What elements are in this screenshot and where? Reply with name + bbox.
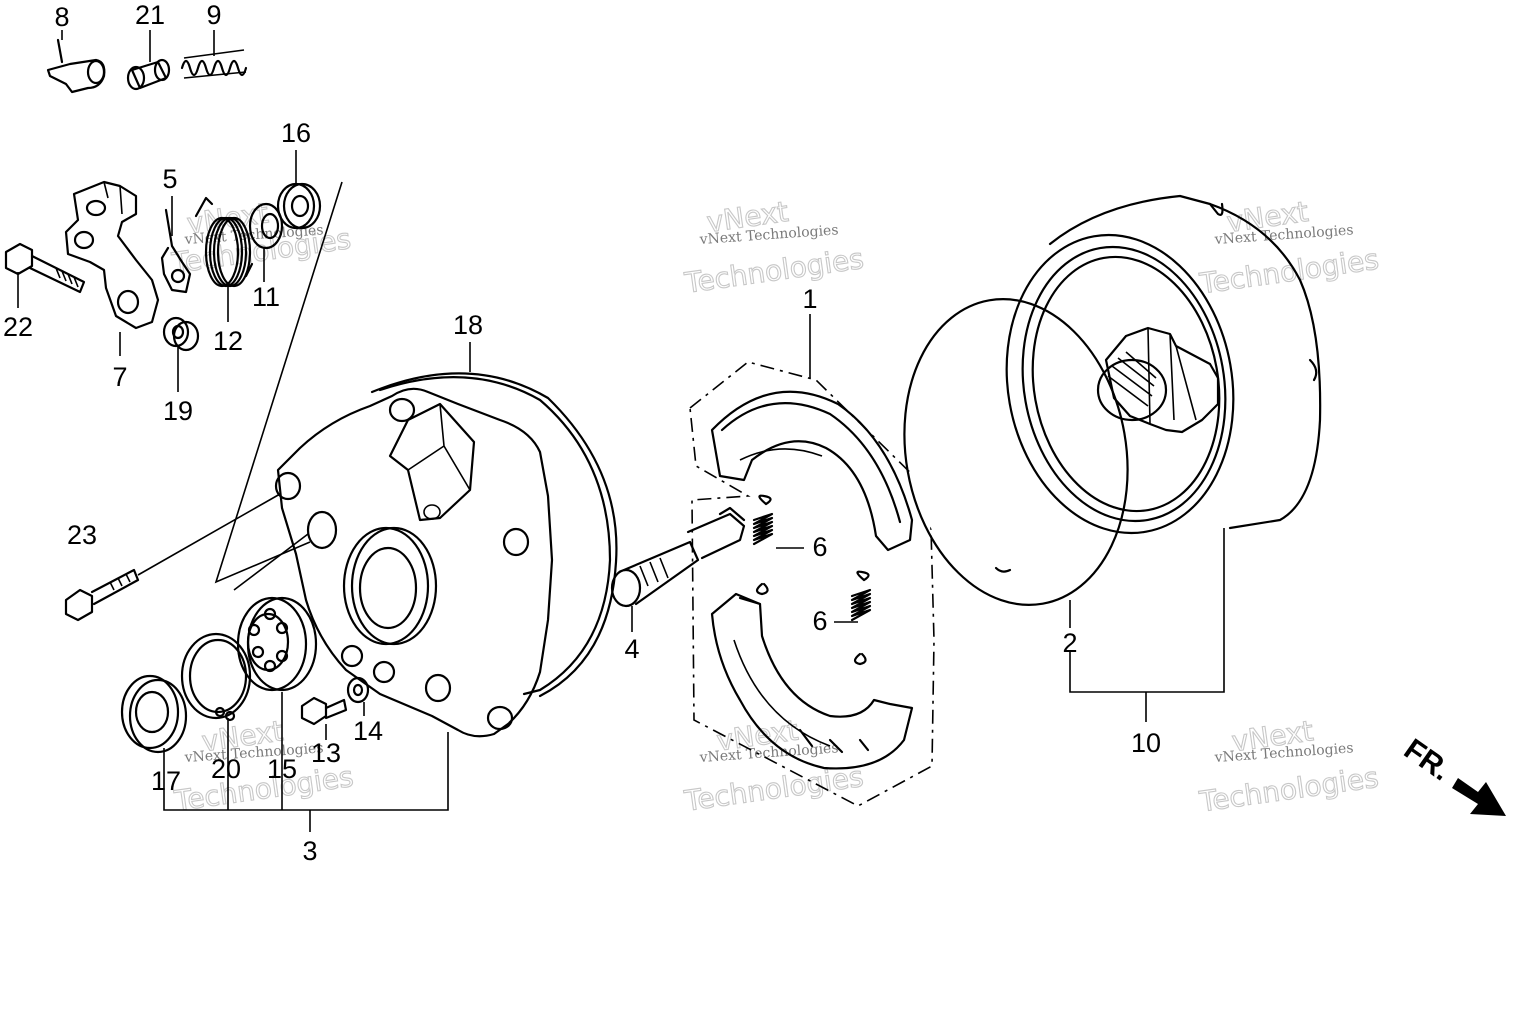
label-part-13: 13 bbox=[311, 738, 341, 768]
label-part-1: 1 bbox=[802, 284, 817, 314]
part-11-washer-icon bbox=[248, 202, 284, 250]
label-part-4: 4 bbox=[624, 634, 639, 664]
label-part-16: 16 bbox=[281, 118, 311, 148]
label-part-2: 2 bbox=[1062, 628, 1077, 658]
front-arrow-icon bbox=[1452, 778, 1506, 816]
part-8-arm-icon bbox=[46, 38, 106, 94]
label-part-9: 9 bbox=[206, 0, 221, 30]
part-1-lower-brake-shoe-icon bbox=[710, 592, 914, 770]
part-4-cam-shaft-icon bbox=[610, 506, 746, 608]
part-13-bolt-icon bbox=[300, 696, 348, 726]
watermark-big-8: Technologies bbox=[172, 760, 356, 818]
part-10-brake-drum-icon bbox=[1005, 194, 1322, 535]
part-18-brake-panel-icon bbox=[274, 372, 618, 738]
part-15-bearing-icon bbox=[236, 596, 318, 692]
part-17-dust-seal-icon bbox=[120, 674, 188, 754]
label-part-14: 14 bbox=[353, 716, 383, 746]
label-part-21: 21 bbox=[135, 0, 165, 30]
label-part-17: 17 bbox=[151, 766, 181, 796]
label-part-12: 12 bbox=[213, 326, 243, 356]
part-23-bolt-icon bbox=[64, 493, 281, 622]
label-part-8: 8 bbox=[54, 2, 69, 32]
part-7-brake-arm-icon bbox=[64, 180, 160, 330]
label-part-20: 20 bbox=[211, 754, 241, 784]
part-21-collar-icon bbox=[126, 58, 171, 91]
watermark-big-12: Technologies bbox=[1197, 761, 1381, 819]
part-16-oil-seal-icon bbox=[276, 182, 322, 230]
front-label: FR. bbox=[1398, 733, 1457, 788]
leader-lines bbox=[17, 30, 1225, 832]
watermark-big-6: Technologies bbox=[1197, 243, 1381, 301]
watermark-big-4: Technologies bbox=[682, 242, 866, 300]
label-part-7: 7 bbox=[112, 362, 127, 392]
label-part-10: 10 bbox=[1131, 728, 1161, 758]
label-part-22: 22 bbox=[3, 312, 33, 342]
part-2-o-ring-icon bbox=[903, 298, 1129, 606]
part-14-washer-icon bbox=[346, 676, 370, 704]
label-part-3: 3 bbox=[302, 836, 317, 866]
part-19-bushing-icon bbox=[162, 316, 200, 352]
front-direction-indicator: FR. bbox=[1398, 733, 1506, 816]
part-6-upper-spring-icon bbox=[752, 494, 774, 596]
label-part-11: 11 bbox=[252, 282, 280, 312]
label-part-15: 15 bbox=[267, 754, 297, 784]
part-1-upper-brake-shoe-icon bbox=[710, 390, 914, 552]
part-22-bolt-icon bbox=[4, 242, 86, 294]
part-5-indicator-icon bbox=[160, 208, 192, 294]
part-6-lower-spring-icon bbox=[850, 570, 872, 666]
brake-shoe-group-box bbox=[689, 361, 935, 807]
part-20-snap-ring-icon bbox=[180, 632, 252, 722]
leader-bearing-seal bbox=[233, 533, 309, 591]
label-part-6-lower: 6 bbox=[812, 606, 827, 636]
label-part-23: 23 bbox=[67, 520, 97, 550]
label-part-6-upper: 6 bbox=[812, 532, 827, 562]
label-part-19: 19 bbox=[163, 396, 193, 426]
label-part-5: 5 bbox=[162, 164, 177, 194]
label-part-18: 18 bbox=[453, 310, 483, 340]
part-12-return-spring-icon bbox=[194, 196, 254, 288]
